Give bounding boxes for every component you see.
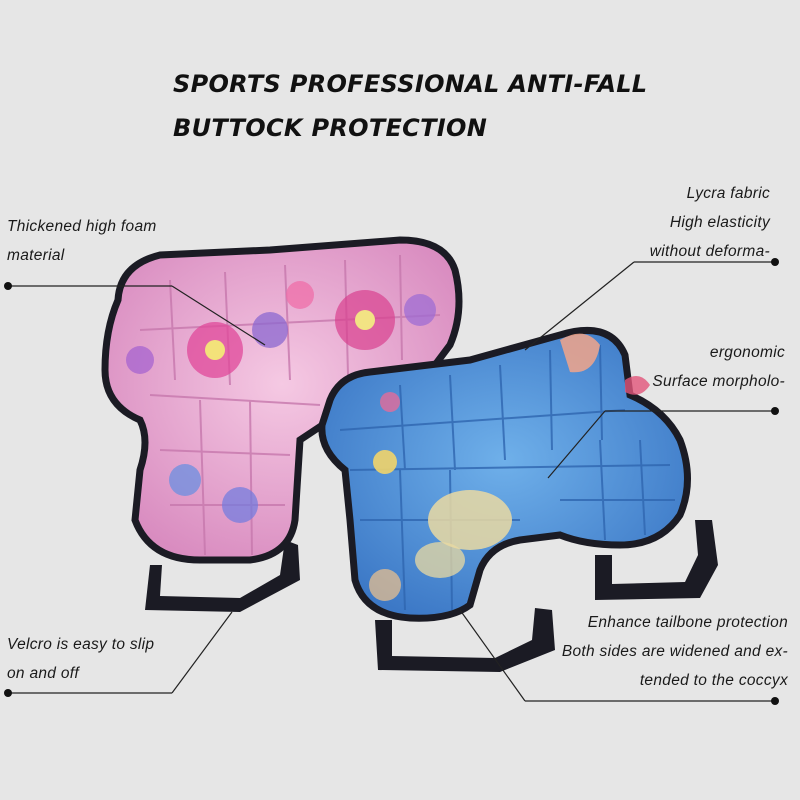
velcro-label-2: on and off	[7, 665, 79, 682]
tailbone-label-1: Enhance tailbone protection	[587, 614, 788, 631]
lycra-label-2: High elasticity	[669, 214, 770, 231]
ergonomic-label-2: Surface morpholo-	[652, 373, 785, 390]
foam-label-2: material	[7, 247, 65, 264]
velcro-label-1: Velcro is easy to slip	[7, 636, 155, 653]
foam-label-1: Thickened high foam	[7, 218, 157, 235]
ergonomic-label-1: ergonomic	[709, 344, 785, 361]
flower-pattern	[126, 281, 436, 523]
tailbone-label-2: Both sides are widened and ex-	[561, 643, 788, 660]
blue-pad	[318, 327, 718, 672]
title-line-2: BUTTOCK PROTECTION	[173, 114, 488, 142]
lycra-label-3: without deforma-	[649, 243, 770, 260]
title-line-1: SPORTS PROFESSIONAL ANTI-FALL	[173, 70, 648, 98]
callout-dots	[4, 258, 779, 705]
lycra-label-1: Lycra fabric	[686, 185, 770, 202]
pink-pad	[101, 236, 463, 612]
callout-lines	[8, 261, 775, 702]
tailbone-label-3: tended to the coccyx	[639, 672, 788, 689]
ocean-pattern	[369, 333, 650, 601]
